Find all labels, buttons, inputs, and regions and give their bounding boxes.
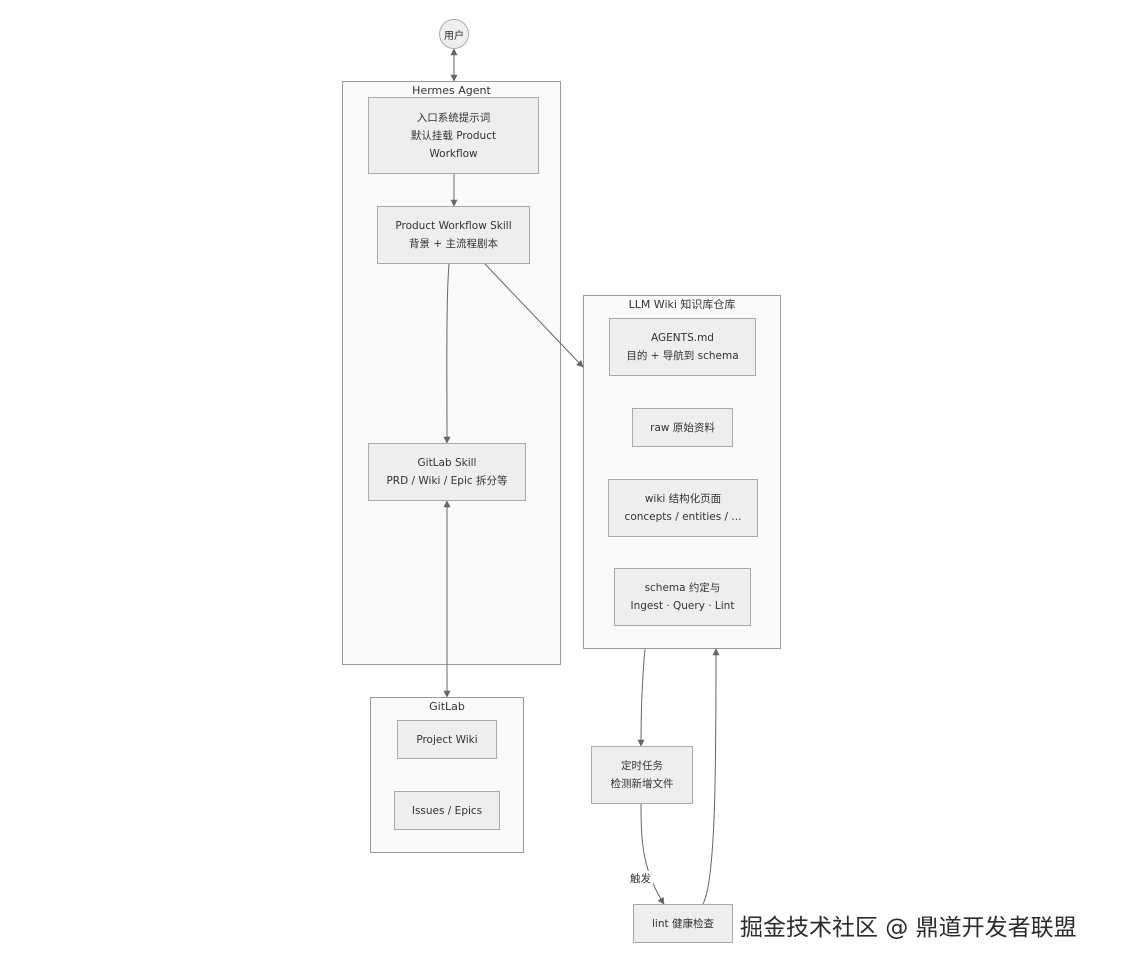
group-hermes-agent: Hermes Agent [342,81,561,665]
node-entry-prompt-line-1: 入口系统提示词 [416,111,491,124]
node-scheduled-task-line-2: 检测新增文件 [610,778,674,790]
group-title-llm-wiki: LLM Wiki 知识库仓库 [628,298,736,311]
node-product-workflow-skill: Product Workflow Skill 背景 + 主流程剧本 [377,206,530,264]
node-entry-prompt: 入口系统提示词 默认挂载 Product Workflow [368,97,539,174]
group-title-hermes-agent: Hermes Agent [412,84,491,97]
edge-label-trigger: 触发 [628,871,653,886]
node-schema-line-2: Ingest · Query · Lint [630,600,735,612]
node-gitlab-skill: GitLab Skill PRD / Wiki / Epic 拆分等 [368,443,526,501]
node-wiki-pages-line-2: concepts / entities / ... [624,511,742,523]
node-entry-prompt-line-2: 默认挂载 Product [410,129,497,142]
node-scheduled-task: 定时任务 检测新增文件 [591,746,693,804]
node-issues-epics-label: Issues / Epics [411,804,483,817]
node-schema: schema 约定与 Ingest · Query · Lint [614,568,751,626]
node-product-workflow-skill-line-1: Product Workflow Skill [395,220,512,232]
edge-lint-llm-wiki [702,648,720,905]
edge-llm-wiki-scheduled-task [637,648,646,747]
node-wiki-pages: wiki 结构化页面 concepts / entities / ... [608,479,758,537]
watermark-text: 掘金技术社区 @ 鼎道开发者联盟 [740,915,1077,941]
node-gitlab-skill-line-1: GitLab Skill [417,457,477,469]
node-user: 用户 [439,19,469,49]
node-raw-label: raw 原始资料 [650,421,715,434]
node-project-wiki-label: Project Wiki [416,733,478,746]
node-project-wiki: Project Wiki [397,720,497,759]
node-issues-epics: Issues / Epics [394,791,500,830]
node-raw: raw 原始资料 [632,408,733,447]
node-agents-md-line-1: AGENTS.md [651,332,714,344]
node-gitlab-skill-line-2: PRD / Wiki / Epic 拆分等 [386,475,508,487]
node-agents-md-line-2: 目的 + 导航到 schema [626,350,739,362]
node-lint-check: lint 健康检查 [633,904,733,943]
node-schema-line-1: schema 约定与 [644,582,721,594]
node-agents-md: AGENTS.md 目的 + 导航到 schema [609,318,756,376]
node-wiki-pages-line-1: wiki 结构化页面 [644,493,722,505]
node-product-workflow-skill-line-2: 背景 + 主流程剧本 [409,238,498,250]
group-title-gitlab: GitLab [429,700,465,713]
node-entry-prompt-line-3: Workflow [429,147,478,160]
edge-scheduled-task-lint [640,803,665,905]
node-user-label: 用户 [444,30,464,42]
node-lint-check-label: lint 健康检查 [652,917,714,930]
node-scheduled-task-line-1: 定时任务 [621,760,663,772]
